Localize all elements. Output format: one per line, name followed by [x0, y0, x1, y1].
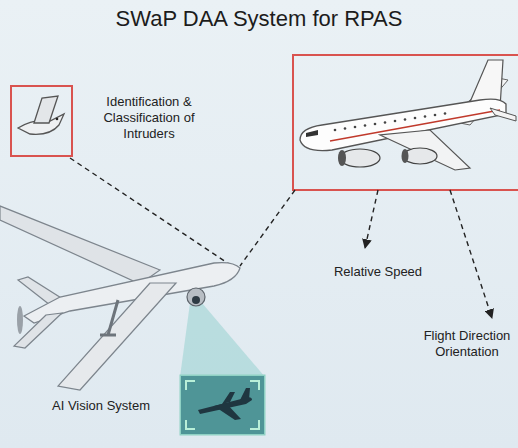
intruder-box: AI Vision System	[180, 375, 265, 435]
bird	[18, 96, 64, 134]
vision-screen	[180, 375, 265, 435]
attribute-label: Flight Direction Orientation	[416, 328, 518, 360]
node-label: Identification & Classification of Intru…	[84, 94, 214, 142]
drone	[0, 206, 240, 390]
intruder-box: Identification & Classification of Intru…	[10, 85, 73, 157]
leader-arrow	[365, 190, 378, 248]
airliner	[300, 60, 516, 170]
intruder-frame	[293, 55, 518, 190]
leader-arrow	[450, 190, 492, 318]
node-label: AI Vision System	[36, 398, 166, 414]
attribute-label: Relative Speed	[318, 264, 438, 280]
leader-line	[240, 190, 295, 266]
vision-cone	[180, 303, 265, 377]
diagram-title: SWaP DAA System for RPAS	[0, 6, 518, 32]
